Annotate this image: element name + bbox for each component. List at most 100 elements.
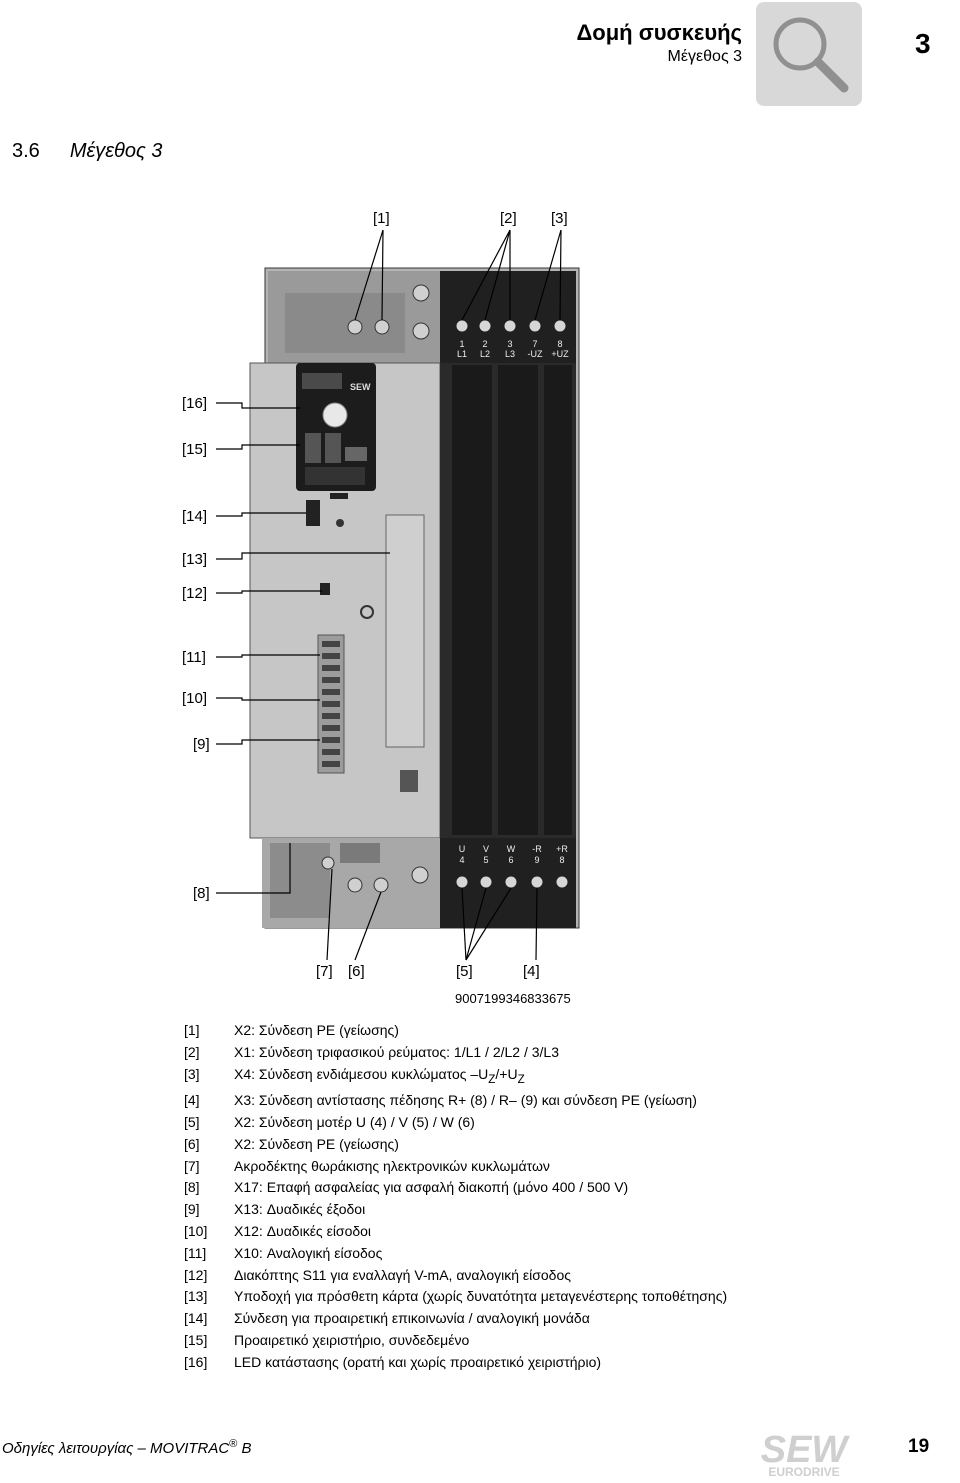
legend-row: [15] Προαιρετικό χειριστήριο, συνδεδεμένο	[184, 1330, 727, 1352]
figure-id: 9007199346833675	[455, 991, 571, 1006]
callout-16: [16]	[182, 395, 207, 412]
footer-doc-title: Οδηγίες λειτουργίας – MOVITRAC® B	[2, 1438, 252, 1457]
bottom-terminal-num-6: 6	[508, 855, 513, 865]
legend-text: Υποδοχή για πρόσθετη κάρτα (χωρίς δυνατό…	[234, 1288, 728, 1305]
callout-3: [3]	[551, 210, 568, 227]
legend-row: [5] X2: Σύνδεση μοτέρ U (4) / V (5) / W (…	[184, 1112, 727, 1134]
top-terminal-label-l2: L2	[480, 349, 490, 359]
legend-text: X4: Σύνδεση ενδιάμεσου κυκλώματος –UZ/+U…	[234, 1065, 525, 1086]
legend-text: X2: Σύνδεση PE (γείωσης)	[234, 1135, 399, 1152]
legend-text: X1: Σύνδεση τριφασικού ρεύματος: 1/L1 / …	[234, 1043, 560, 1060]
bottom-terminal-num-4: 4	[459, 855, 464, 865]
sew-eurodrive-logo: SEW EURODRIVE	[750, 1428, 858, 1479]
brand-label: SEW	[350, 382, 371, 392]
legend-key: [13]	[184, 1288, 208, 1305]
legend-key: [7]	[184, 1157, 200, 1174]
top-terminal-num-2: 2	[482, 339, 487, 349]
top-terminal-label-minus-uz: -UZ	[528, 349, 543, 359]
section-title: 3.6 Μέγεθος 3	[12, 140, 162, 163]
legend-key: [1]	[184, 1022, 200, 1038]
legend-text: X2: Σύνδεση μοτέρ U (4) / V (5) / W (6)	[234, 1113, 475, 1130]
legend-text: X13: Δυαδικές έξοδοι	[234, 1201, 366, 1218]
callout-2: [2]	[500, 210, 517, 227]
legend-text: X2: Σύνδεση PE (γείωσης)	[234, 1022, 399, 1038]
bottom-terminal-letter-w: W	[507, 844, 516, 854]
legend-row: [2] X1: Σύνδεση τριφασικού ρεύματος: 1/L1…	[184, 1042, 727, 1064]
callout-10: [10]	[182, 690, 207, 707]
callout-12: [12]	[182, 585, 207, 602]
legend-row: [3] X4: Σύνδεση ενδιάμεσου κυκλώματος –UZ…	[184, 1064, 727, 1091]
legend-text: X17: Επαφή ασφαλείας για ασφαλή διακοπή …	[234, 1179, 629, 1196]
bottom-terminal-letter-minus-r: -R	[532, 844, 542, 854]
section-number: 3.6	[12, 140, 40, 162]
magnifier-icon	[756, 2, 862, 106]
top-terminal-label-plus-uz: +UZ	[551, 349, 569, 359]
legend-row: [8] X17: Επαφή ασφαλείας για ασφαλή διακο…	[184, 1177, 727, 1199]
callout-8: [8]	[193, 885, 210, 902]
legend-row: [6] X2: Σύνδεση PE (γείωσης)	[184, 1134, 727, 1156]
callout-9: [9]	[193, 736, 210, 753]
top-terminal-label-l1: L1	[457, 349, 467, 359]
legend-key: [8]	[184, 1179, 200, 1196]
bottom-terminal-num-5: 5	[483, 855, 488, 865]
legend-key: [2]	[184, 1043, 200, 1060]
bottom-terminal-letter-u: U	[459, 844, 466, 854]
callout-6: [6]	[348, 963, 365, 980]
top-terminal-num-1: 1	[459, 339, 464, 349]
legend-key: [14]	[184, 1310, 208, 1327]
legend-row: [9] X13: Δυαδικές έξοδοι	[184, 1199, 727, 1221]
leader-lines	[216, 229, 562, 961]
page-number: 19	[908, 1436, 930, 1457]
bottom-terminal-letter-plus-r: +R	[556, 844, 568, 854]
legend-row: [13] Υποδοχή για πρόσθετη κάρτα (χωρίς δυ…	[184, 1286, 727, 1308]
top-terminal-num-8: 8	[557, 339, 562, 349]
header-title: Δομή συσκευής	[576, 20, 742, 45]
callout-4: [4]	[523, 963, 540, 980]
legend-row: [16] LED κατάστασης (ορατή και χωρίς προα…	[184, 1352, 727, 1374]
legend-text: X10: Αναλογική είσοδος	[234, 1244, 383, 1261]
legend-row: [7] Ακροδέκτης θωράκισης ηλεκτρονικών κυκ…	[184, 1156, 727, 1178]
legend-text: Προαιρετικό χειριστήριο, συνδεδεμένο	[234, 1331, 470, 1348]
svg-text:EURODRIVE: EURODRIVE	[768, 1465, 839, 1478]
legend-key: [3]	[184, 1065, 200, 1082]
legend-text: Σύνδεση για προαιρετική επικοινωνία / αν…	[234, 1310, 590, 1327]
legend-text: X12: Δυαδικές είσοδοι	[234, 1222, 372, 1239]
legend-key: [11]	[184, 1244, 207, 1261]
legend-key: [15]	[184, 1331, 208, 1348]
top-terminal-num-7: 7	[532, 339, 537, 349]
device-body: SEW	[249, 267, 580, 929]
legend-row: [12] Διακόπτης S11 για εναλλαγή V-mA, ανα…	[184, 1265, 727, 1287]
registered-mark: ®	[229, 1438, 238, 1450]
top-terminal-num-3: 3	[507, 339, 512, 349]
chapter-number: 3	[915, 28, 931, 59]
callout-1: [1]	[373, 210, 390, 227]
legend-text: Ακροδέκτης θωράκισης ηλεκτρονικών κυκλωμ…	[234, 1157, 550, 1174]
legend-row: [4] X3: Σύνδεση αντίστασης πέδησης R+ (8)…	[184, 1090, 727, 1112]
callout-15: [15]	[182, 441, 207, 458]
callout-13: [13]	[182, 551, 207, 568]
legend-key: [5]	[184, 1113, 200, 1130]
bottom-terminal-num-9: 9	[534, 855, 539, 865]
legend-key: [4]	[184, 1092, 200, 1109]
bottom-terminal-letter-v: V	[483, 844, 489, 854]
callout-7: [7]	[316, 963, 333, 980]
legend-text: Διακόπτης S11 για εναλλαγή V-mA, αναλογι…	[234, 1266, 571, 1283]
legend-row: [14] Σύνδεση για προαιρετική επικοινωνία …	[184, 1308, 727, 1330]
legend-key: [6]	[184, 1135, 200, 1152]
legend-key: [16]	[184, 1353, 208, 1370]
section-title-text: Μέγεθος 3	[69, 140, 163, 162]
svg-text:SEW: SEW	[761, 1429, 851, 1471]
legend-row: [10] X12: Δυαδικές είσοδοι	[184, 1221, 727, 1243]
bottom-terminal-num-8: 8	[559, 855, 564, 865]
legend-key: [10]	[184, 1222, 208, 1239]
legend: [1] X2: Σύνδεση PE (γείωσης) [2] X1: Σύνδε…	[184, 1020, 727, 1374]
callout-11: [11]	[182, 649, 206, 666]
legend-key: [12]	[184, 1266, 208, 1283]
legend-text: X3: Σύνδεση αντίστασης πέδησης R+ (8) / …	[234, 1092, 697, 1109]
device-figure: [1] [2] [3] [16] [15] [14] [13] [12] [11…	[182, 210, 580, 980]
callout-5: [5]	[456, 963, 473, 980]
callout-14: [14]	[182, 508, 207, 525]
legend-text: LED κατάστασης (ορατή και χωρίς προαιρετ…	[234, 1353, 602, 1370]
legend-key: [9]	[184, 1201, 200, 1218]
header-subtitle: Μέγεθος 3	[667, 48, 742, 65]
